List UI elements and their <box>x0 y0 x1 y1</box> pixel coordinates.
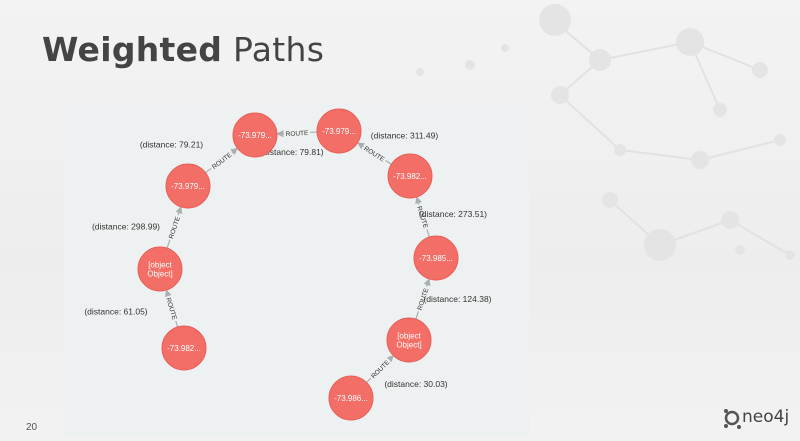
graph-node-n5[interactable] <box>316 108 362 154</box>
graph-visualization: ROUTE (distance: 61.05) ROUTE (distance: 29… <box>84 108 492 421</box>
graph-node-label: -73.979... <box>238 131 272 140</box>
graph-node-n9[interactable] <box>328 375 374 421</box>
graph-node-label: Object] <box>147 270 172 279</box>
graph-node-label: -73.985... <box>419 254 453 263</box>
edge-distance-label: (distance: 61.05) <box>84 307 147 317</box>
graph-node-label: -73.986... <box>334 394 368 403</box>
edge-type-label: ROUTE <box>362 145 386 163</box>
edge-distance-label: (distance: 79.21) <box>140 140 203 150</box>
slide-title-light: Paths <box>233 30 325 69</box>
graph-node-n6[interactable] <box>387 153 433 199</box>
edge-distance-label: (distance: 311.49) <box>371 131 439 141</box>
graph-node-n8[interactable] <box>386 317 432 363</box>
edge-label-background <box>415 203 431 231</box>
graph-node-label: [object <box>148 261 172 270</box>
edge-distance-label: (distance: 30.03) <box>384 379 447 389</box>
graph-node-label: -73.979... <box>322 127 356 136</box>
edge-type-label: ROUTE <box>286 130 310 138</box>
edge-label-background <box>361 143 388 164</box>
graph-node-label: [object <box>397 332 421 341</box>
graph-node-n3[interactable] <box>165 163 211 209</box>
graph-node-n4[interactable] <box>232 112 278 158</box>
page-number: 20 <box>26 422 38 433</box>
logo-text: neo4j <box>742 407 790 427</box>
graph-node-label: -73.979... <box>171 182 205 191</box>
slide-title: Weighted Paths <box>42 30 324 69</box>
graph-node-n7[interactable] <box>413 235 459 281</box>
graph-node-label: -73.982... <box>167 344 201 353</box>
edge-label-background <box>414 285 431 313</box>
edge-label-background <box>166 213 182 242</box>
graph-node-label: -73.982... <box>393 172 427 181</box>
edge-distance-label: (distance: 298.99) <box>92 222 160 232</box>
edge-distance-label: (distance: 124.38) <box>423 294 491 304</box>
edge-label-background <box>164 294 180 323</box>
edge-type-label: ROUTE <box>370 359 392 381</box>
edge-distance-label: (distance: 273.51) <box>419 209 487 219</box>
edge-label-background <box>367 356 393 382</box>
graph-node-n2[interactable] <box>137 246 183 292</box>
graph-node-n1[interactable] <box>161 325 207 371</box>
graph-panel: ROUTE (distance: 61.05) ROUTE (distance: 29… <box>64 102 530 436</box>
edge-distance-label: (distance: 79.81) <box>260 147 323 157</box>
edge-label-background <box>208 149 235 172</box>
graph-node-label: Object] <box>396 341 421 350</box>
neo4j-logo-icon <box>724 409 741 429</box>
slide-title-bold: Weighted <box>42 30 223 69</box>
edge-label-background <box>283 128 311 138</box>
